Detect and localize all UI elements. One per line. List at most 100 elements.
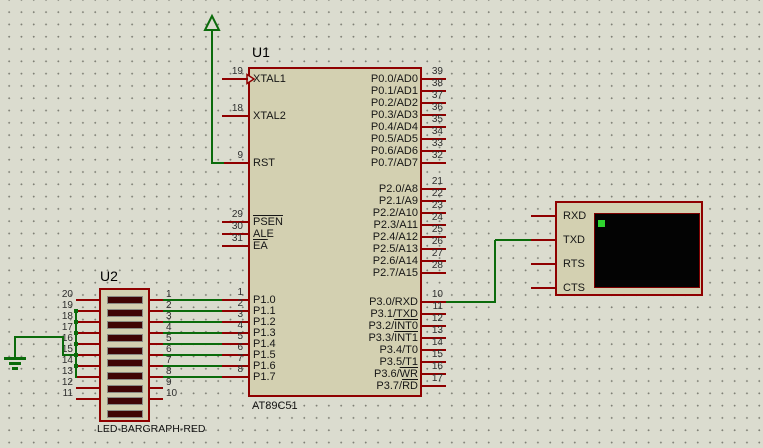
pin-stub <box>76 310 99 312</box>
pin-number: 24 <box>431 212 443 223</box>
pin-stub <box>422 200 446 202</box>
pin-name: P1.0 <box>253 294 276 306</box>
wire[interactable] <box>446 301 495 303</box>
wire[interactable] <box>62 336 64 356</box>
wire[interactable] <box>494 240 496 303</box>
pin-name: RXD <box>563 210 587 222</box>
pin-stub <box>422 78 446 80</box>
pin-number: 7 <box>166 355 172 366</box>
pin-number: 3 <box>166 311 172 322</box>
pin-name-overline: EA <box>253 240 268 252</box>
pin-stub <box>422 162 446 164</box>
pin-number: 14 <box>431 337 443 348</box>
wire[interactable] <box>495 239 531 241</box>
pin-name: P3.5/T1 <box>379 356 418 368</box>
pin-stub <box>422 260 446 262</box>
pin-name: PSEN <box>253 216 283 228</box>
pin-number: 3 <box>237 309 243 320</box>
pin-name: P2.0/A8 <box>378 183 418 195</box>
wire[interactable] <box>163 310 222 312</box>
pin-number: 33 <box>431 138 443 149</box>
wire[interactable] <box>14 336 16 359</box>
pin-number: 17 <box>431 373 443 384</box>
u1-chip-body[interactable] <box>248 67 422 397</box>
pin-name-prefix: P3.3/ <box>368 332 395 344</box>
pin-number: 35 <box>431 114 443 125</box>
wire[interactable] <box>14 336 64 338</box>
wire[interactable] <box>163 332 222 334</box>
wire[interactable] <box>163 321 222 323</box>
wire[interactable] <box>163 365 222 367</box>
pin-number: 18 <box>61 311 73 322</box>
pin-name: P0.0/AD0 <box>370 73 418 85</box>
junction-dot <box>74 331 78 335</box>
pin-stub <box>422 126 446 128</box>
pin-stub <box>150 354 163 356</box>
pin-number: 7 <box>237 353 243 364</box>
junction-dot <box>74 320 78 324</box>
pin-number: 19 <box>231 66 243 77</box>
wire[interactable] <box>211 162 224 164</box>
wire[interactable] <box>163 299 222 301</box>
pin-stub <box>422 301 446 303</box>
u1-part-label: AT89C51 <box>252 400 298 412</box>
led-segment <box>107 397 143 405</box>
pin-number: 12 <box>431 313 443 324</box>
pin-number: 4 <box>237 320 243 331</box>
pin-number: 5 <box>237 331 243 342</box>
wire[interactable] <box>163 343 222 345</box>
pin-number: 12 <box>61 377 73 388</box>
pin-name: P2.7/A15 <box>372 267 418 279</box>
pin-stub <box>76 354 99 356</box>
pin-number: 8 <box>237 364 243 375</box>
pin-number: 2 <box>237 298 243 309</box>
pin-number: 8 <box>166 366 172 377</box>
led-segment <box>107 321 143 329</box>
pin-name: P1.2 <box>253 316 276 328</box>
ground-icon[interactable] <box>4 357 26 360</box>
pin-name-overline: RD <box>402 380 418 392</box>
pin-stub <box>150 310 163 312</box>
pin-name: P1.4 <box>253 338 276 350</box>
pin-number: 34 <box>431 126 443 137</box>
pin-name-overline: INT1 <box>394 332 418 344</box>
pin-stub <box>150 299 163 301</box>
pin-number: 37 <box>431 90 443 101</box>
pin-stub <box>76 299 99 301</box>
wire[interactable] <box>62 354 77 356</box>
pin-name: XTAL1 <box>253 73 286 85</box>
pin-stub <box>222 221 248 223</box>
pin-stub <box>222 162 248 164</box>
pin-number: 16 <box>61 333 73 344</box>
wire[interactable] <box>211 30 213 163</box>
pin-name: P3.4/T0 <box>379 344 418 356</box>
wire[interactable] <box>163 354 222 356</box>
pin-stub <box>422 236 446 238</box>
wire[interactable] <box>163 376 222 378</box>
pin-name: P3.6/WR <box>310 368 418 380</box>
pin-number: 26 <box>431 236 443 247</box>
pin-name: P3.3/INT1 <box>310 332 418 344</box>
ground-icon <box>9 362 21 365</box>
pin-number: 31 <box>231 233 243 244</box>
pin-number: 19 <box>61 300 73 311</box>
pin-number: 30 <box>231 221 243 232</box>
pin-stub <box>531 287 555 289</box>
power-arrow-icon[interactable] <box>203 13 221 33</box>
pin-stub <box>531 263 555 265</box>
pin-stub <box>222 343 248 345</box>
pin-number: 28 <box>431 260 443 271</box>
pin-number: 16 <box>431 361 443 372</box>
pin-stub <box>222 365 248 367</box>
led-segment <box>107 385 143 393</box>
pin-name: P2.1/A9 <box>378 195 418 207</box>
pin-stub <box>222 310 248 312</box>
pin-number: 27 <box>431 248 443 259</box>
pin-number: 21 <box>431 176 443 187</box>
led-segment <box>107 334 143 342</box>
pin-name: P3.2/INT0 <box>310 320 418 332</box>
pin-number: 9 <box>166 377 172 388</box>
pin-stub <box>150 321 163 323</box>
pin-name: P0.3/AD3 <box>370 109 418 121</box>
